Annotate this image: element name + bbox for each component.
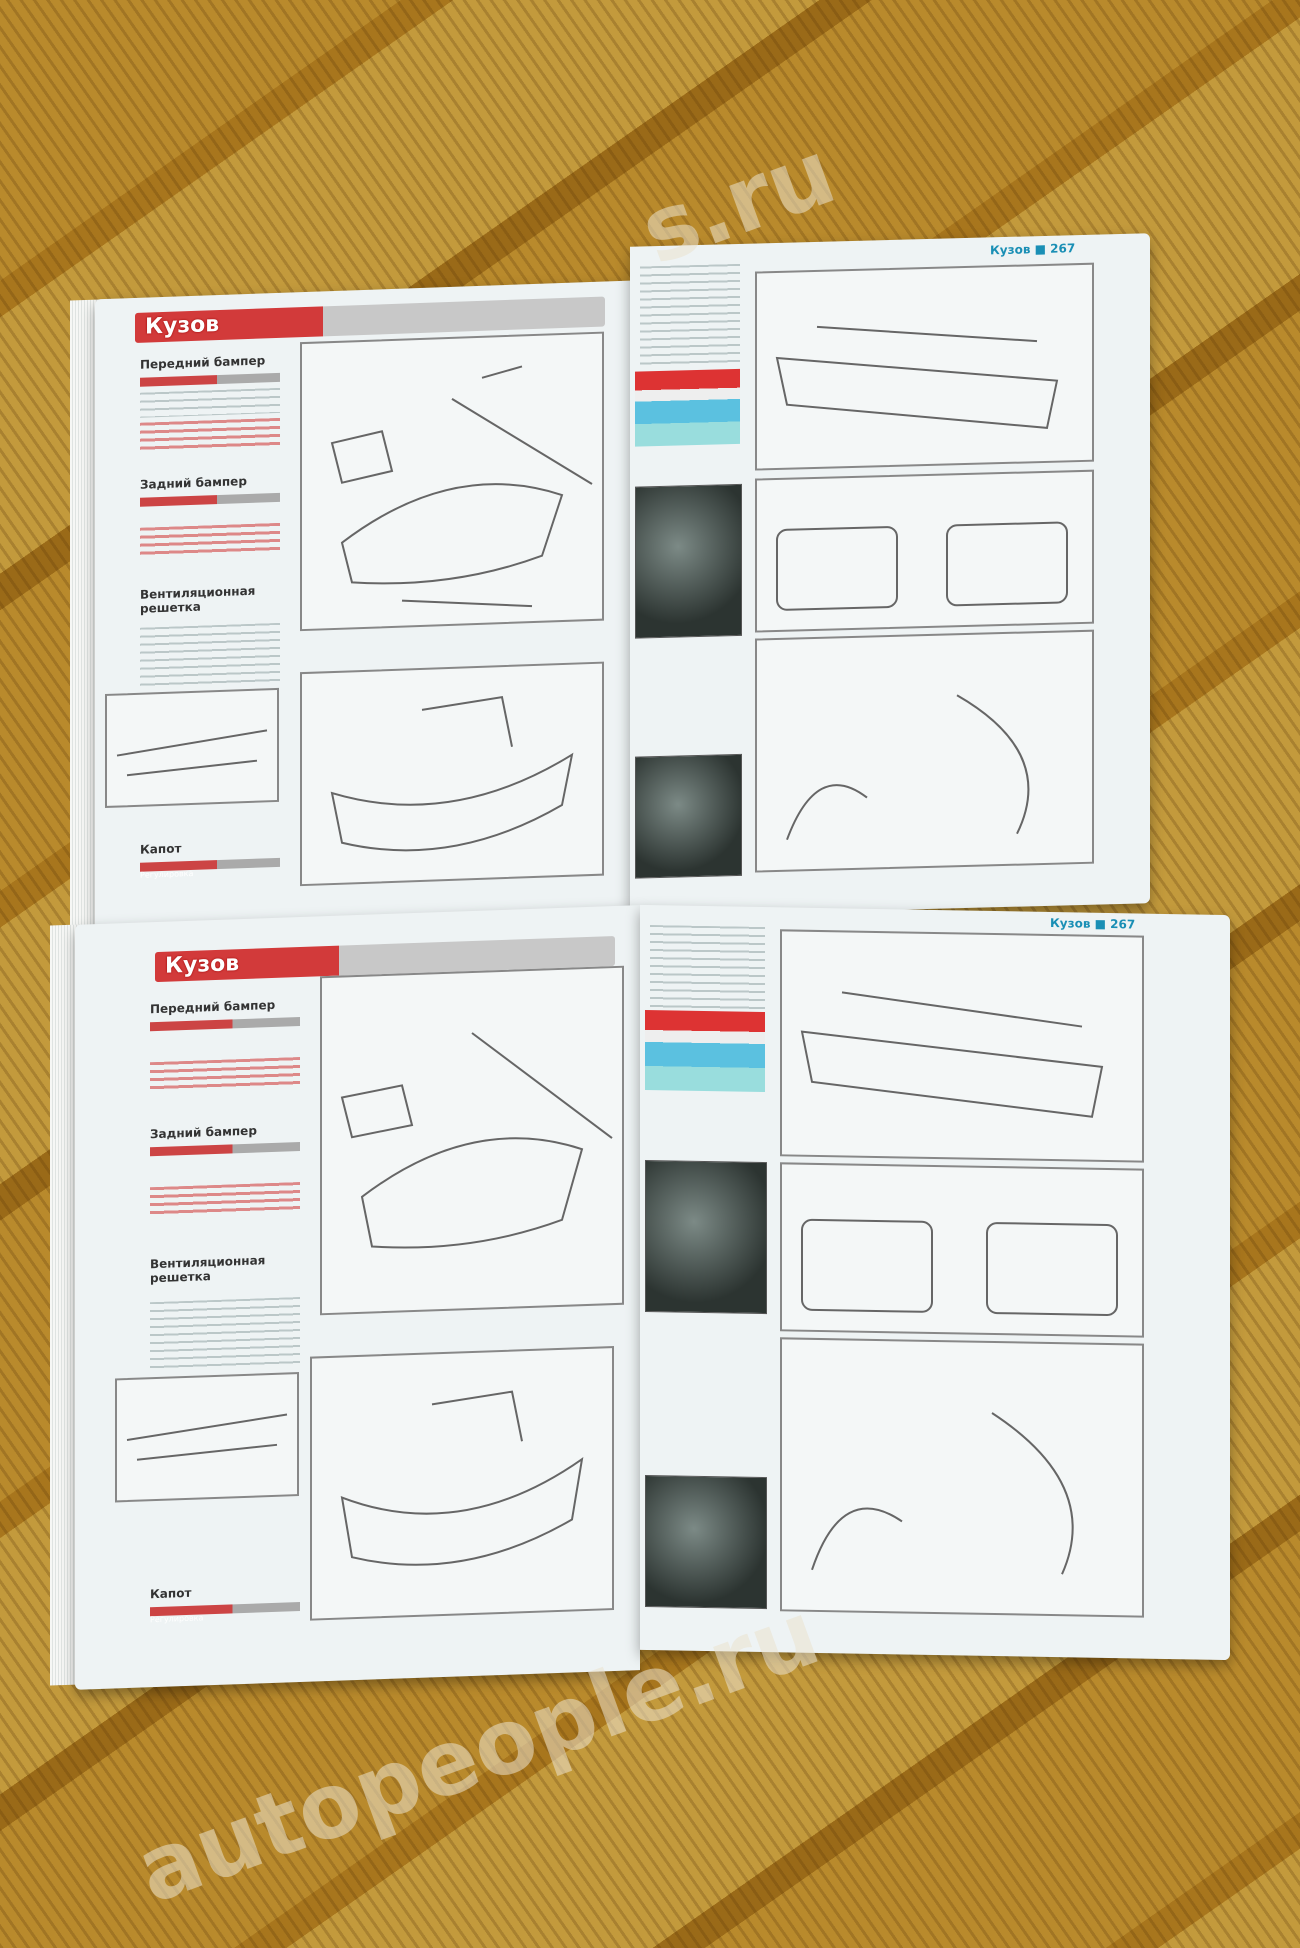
running-header: Кузов ■ 267 <box>1050 916 1136 932</box>
warning-text <box>150 1182 300 1218</box>
warning-text <box>140 417 280 451</box>
warning-text <box>140 522 280 556</box>
heading-front-bumper: Передний бампер <box>140 353 266 372</box>
right-page: Кузов ■ 267 <box>640 904 1230 1661</box>
subheading-bar <box>140 492 280 507</box>
car-front-diagrams <box>780 1162 1144 1338</box>
body-text <box>150 1297 300 1373</box>
photo-bumper-mount <box>645 1159 767 1315</box>
running-header: Кузов ■ 267 <box>990 241 1076 258</box>
spec-table <box>635 368 740 447</box>
heading-hood: Капот <box>140 841 182 857</box>
rear-bumper-diagram <box>755 262 1094 471</box>
photo-wheel-arch <box>645 1474 767 1610</box>
grille-diagram <box>115 1372 299 1503</box>
body-text <box>640 263 740 367</box>
grille-diagram <box>105 687 279 808</box>
wheel-arch-liner-diagram <box>755 629 1094 873</box>
body-text <box>650 925 765 1018</box>
heading-rear-bumper: Задний бампер <box>150 1123 257 1142</box>
front-bumper-diagram <box>320 965 624 1316</box>
left-page: Кузов Передний бампер Задний бампер Вент… <box>75 905 640 1690</box>
rear-bumper-diagram <box>300 661 604 887</box>
body-text <box>140 622 280 688</box>
heading-hood: Капот <box>150 1585 192 1602</box>
subheading-bar <box>150 1142 300 1157</box>
rear-bumper-diagram <box>310 1346 614 1621</box>
car-front-diagrams <box>755 469 1094 633</box>
right-page: Кузов ■ 267 <box>630 233 1150 917</box>
heading-vent-grille: Вентиляционная решетка <box>140 583 256 616</box>
spec-table <box>645 1009 765 1093</box>
front-bumper-diagram <box>300 331 604 632</box>
wheel-arch-liner-diagram <box>780 1337 1144 1618</box>
photo-wheel-arch <box>635 753 742 879</box>
rear-bumper-diagram <box>780 929 1144 1163</box>
photo-bumper-mount <box>635 483 742 639</box>
warning-text <box>150 1057 300 1093</box>
subheading-bar: Регулировка <box>150 1602 300 1624</box>
heading-front-bumper: Передний бампер <box>150 997 276 1017</box>
left-page: Кузов Передний бампер Задний бампер Вент… <box>95 280 630 930</box>
subheading-bar: Регулировка <box>140 857 280 880</box>
subheading-bar <box>140 372 280 387</box>
subheading-bar <box>150 1017 300 1032</box>
body-text <box>140 387 280 418</box>
heading-rear-bumper: Задний бампер <box>140 474 247 492</box>
heading-vent-grille: Вентиляционная решетка <box>150 1253 266 1286</box>
